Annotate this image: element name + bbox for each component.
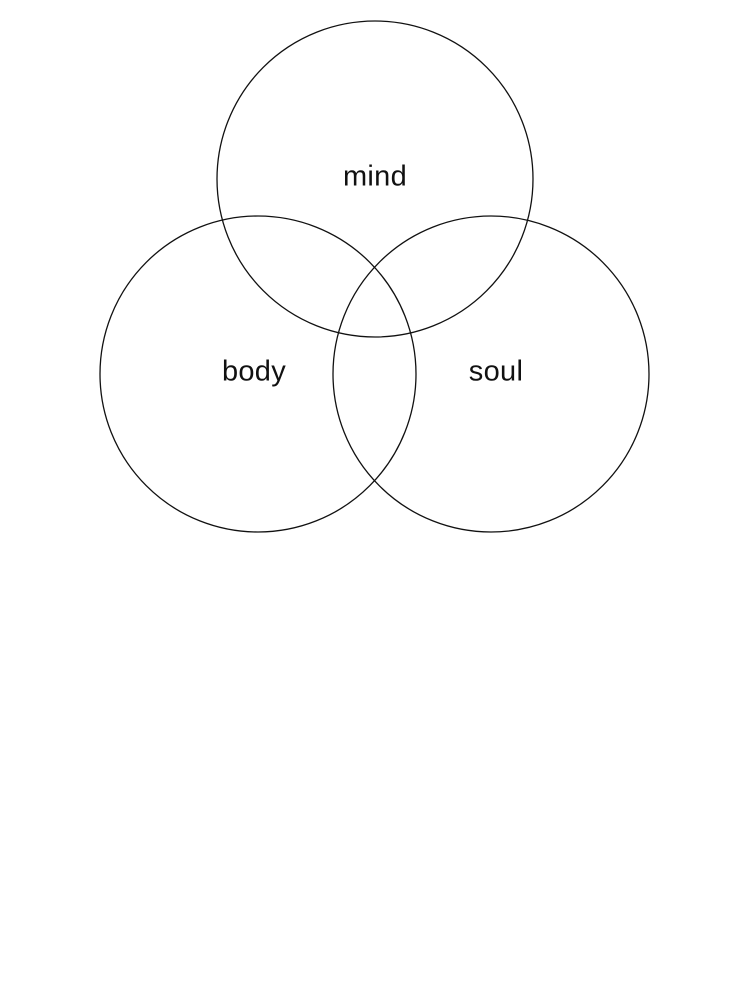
body-label: body [222,356,286,388]
mind-label: mind [343,161,407,193]
soul-circle [332,215,650,533]
body-circle [99,215,417,533]
mind-circle [216,20,534,338]
soul-label: soul [469,356,523,388]
